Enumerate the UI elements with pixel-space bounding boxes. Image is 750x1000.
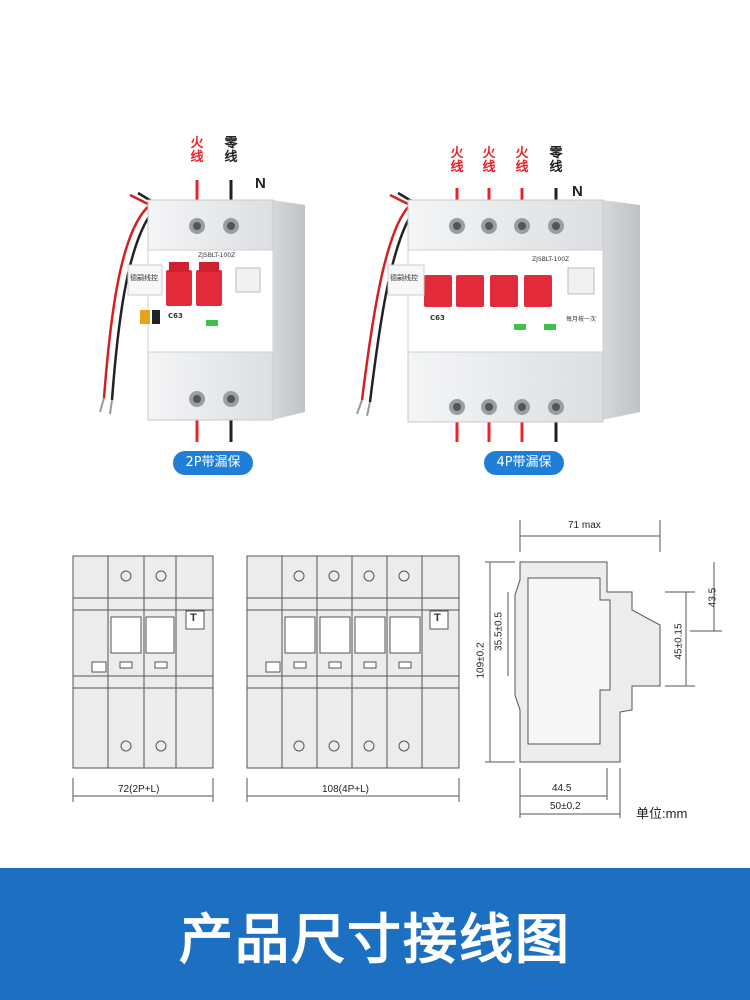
height-43-label: 43.5 bbox=[707, 587, 719, 608]
model-label-4p: ZJSBLT-100Z bbox=[532, 256, 570, 263]
neutral-wire-label-2p: 零线 bbox=[224, 136, 238, 165]
badge-4p: 4P带漏保 bbox=[484, 451, 564, 475]
breaker-illustrations bbox=[99, 180, 640, 442]
live-wire-label-4p-2: 火线 bbox=[482, 146, 496, 175]
rating-label-4p: C63 bbox=[430, 314, 445, 322]
breaker-2p bbox=[99, 180, 305, 442]
depth-50-label: 50±0.2 bbox=[550, 801, 581, 812]
live-wire-label-4p-1: 火线 bbox=[450, 146, 464, 175]
model-label-2p: ZJSBLT-100Z bbox=[198, 252, 236, 259]
breaker-4p bbox=[356, 188, 640, 442]
width-4p-label: 108(4P+L) bbox=[322, 784, 369, 795]
height-total-label: 109±0.2 bbox=[475, 642, 487, 679]
depth-44-label: 44.5 bbox=[552, 783, 572, 794]
height-35-label: 35.5±0.5 bbox=[493, 612, 505, 651]
note-label-4p: 每月按一次 bbox=[566, 316, 597, 323]
badge-2p: 2P带漏保 bbox=[173, 451, 253, 475]
n-label-4p: N bbox=[572, 183, 583, 200]
dimension-drawings bbox=[72, 520, 722, 818]
neutral-wire-label-4p: 零线 bbox=[549, 146, 563, 175]
n-label-2p: N bbox=[255, 175, 266, 192]
unit-label: 单位:mm bbox=[636, 806, 688, 821]
brand-label-4p: 德嗣线控 bbox=[390, 274, 418, 282]
width-2p-label: 72(2P+L) bbox=[118, 784, 160, 795]
side-max-label: 71 max bbox=[568, 520, 601, 531]
live-wire-label-4p-3: 火线 bbox=[515, 146, 529, 175]
test-button-2p: T bbox=[190, 612, 197, 624]
footer-banner bbox=[0, 868, 750, 1000]
footer-title: 产品尺寸接线图 bbox=[179, 908, 571, 971]
brand-label-2p: 德嗣线控 bbox=[130, 274, 158, 282]
height-45-label: 45±0.15 bbox=[673, 623, 685, 660]
test-button-4p: T bbox=[434, 612, 441, 624]
rating-label-2p: C63 bbox=[168, 312, 183, 320]
live-wire-label-2p: 火线 bbox=[190, 136, 204, 165]
